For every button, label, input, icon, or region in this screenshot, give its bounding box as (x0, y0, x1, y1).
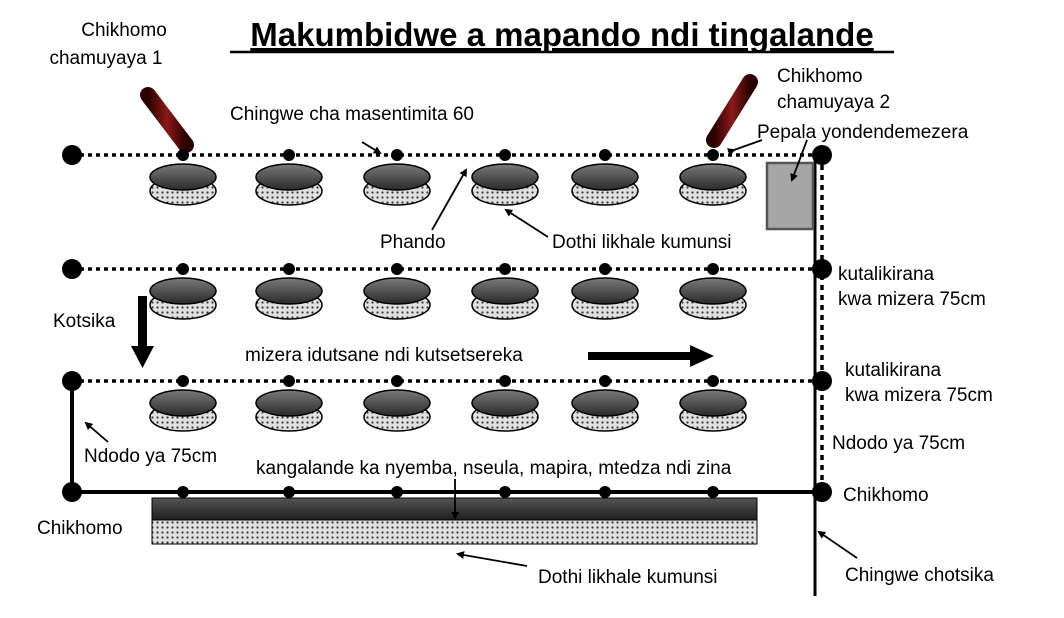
corner-peg (812, 371, 832, 391)
corner-peg (62, 371, 82, 391)
string-peg (499, 263, 511, 275)
planting-mound (255, 389, 323, 432)
planting-mound (363, 163, 431, 206)
string-peg (499, 149, 511, 161)
string-peg (599, 375, 611, 387)
level-paper (765, 161, 815, 231)
label-dothi-top: Dothi likhale kumunsi (552, 232, 732, 253)
planting-mound (149, 277, 217, 320)
planting-mound (363, 389, 431, 432)
string-peg (499, 486, 511, 498)
label-stake-1-line1: Chikhomo (81, 20, 167, 41)
label-dothi-bottom: Dothi likhale kumunsi (538, 567, 718, 588)
string-peg (599, 263, 611, 275)
string-peg (177, 375, 189, 387)
planting-mound (679, 163, 747, 206)
pointer-arrow (456, 551, 528, 567)
string-peg (283, 149, 295, 161)
across-slope-arrow (588, 345, 714, 367)
corner-peg (62, 145, 82, 165)
planting-mound (471, 389, 539, 432)
stake-1 (140, 87, 194, 153)
string-peg (283, 375, 295, 387)
label-mizera: mizera idutsane ndi kutsetsereka (245, 345, 523, 366)
planting-mound (679, 389, 747, 432)
label-kangalande: kangalande ka nyemba, nseula, mapira, mt… (256, 458, 732, 479)
corner-peg (812, 482, 832, 502)
corner-peg (62, 482, 82, 502)
mound-rows (149, 149, 747, 432)
label-stake-2-line2: chamuyaya 2 (777, 92, 890, 113)
diagram-title: Makumbidwe a mapando ndi tingalande (250, 16, 873, 53)
planting-mound (255, 277, 323, 320)
label-kutali-1-line2: kwa mizera 75cm (838, 289, 986, 310)
label-kutali-2-line2: kwa mizera 75cm (845, 385, 993, 406)
planting-mound (363, 277, 431, 320)
bottom-pegs (177, 486, 719, 498)
label-kutali-1-line1: kutalikirana (838, 264, 935, 285)
label-string-60: Chingwe cha masentimita 60 (230, 104, 474, 125)
string-peg (599, 486, 611, 498)
string-peg (707, 486, 719, 498)
planting-mound (571, 163, 639, 206)
string-peg (283, 263, 295, 275)
label-phando: Phando (380, 232, 446, 253)
string-peg (391, 486, 403, 498)
label-kotsika: Kotsika (53, 311, 116, 332)
pointer-arrow (504, 208, 549, 238)
string-peg (707, 263, 719, 275)
label-stake-2-line1: Chikhomo (777, 66, 863, 87)
string-peg (283, 486, 295, 498)
label-chikhomo-right: Chikhomo (843, 485, 929, 506)
string-peg (177, 149, 189, 161)
string-peg (599, 149, 611, 161)
planting-mound (571, 389, 639, 432)
label-ndodo-left: Ndodo ya 75cm (84, 446, 217, 467)
pointer-arrow (84, 421, 109, 443)
planting-mound (471, 163, 539, 206)
label-pepala: Pepala yondendemezera (757, 122, 969, 143)
pointer-arrow (431, 168, 467, 231)
label-stake-1-line2: chamuyaya 1 (49, 48, 162, 69)
planting-mound (679, 277, 747, 320)
planting-mound (149, 163, 217, 206)
planting-mound (571, 277, 639, 320)
string-peg (499, 375, 511, 387)
pointer-arrow (727, 139, 763, 156)
string-peg (391, 263, 403, 275)
planting-mound (255, 163, 323, 206)
label-chingwe-chotsika: Chingwe chotsika (845, 565, 994, 586)
planting-mound (471, 277, 539, 320)
pointer-arrow (790, 139, 808, 182)
string-peg (177, 486, 189, 498)
string-peg (177, 263, 189, 275)
corner-peg (812, 145, 832, 165)
string-peg (707, 375, 719, 387)
label-ndodo-right: Ndodo ya 75cm (832, 433, 965, 454)
label-kutali-2-line1: kutalikirana (845, 360, 942, 381)
string-peg (391, 375, 403, 387)
pointer-arrow (817, 530, 858, 559)
stake-2 (706, 74, 758, 148)
corner-peg (812, 259, 832, 279)
planting-mound (149, 389, 217, 432)
downslope-arrow (131, 296, 154, 368)
corner-peg (62, 259, 82, 279)
string-peg (707, 149, 719, 161)
label-chikhomo-left: Chikhomo (37, 518, 123, 539)
string-peg (391, 149, 403, 161)
pointer-arrow (361, 141, 382, 155)
